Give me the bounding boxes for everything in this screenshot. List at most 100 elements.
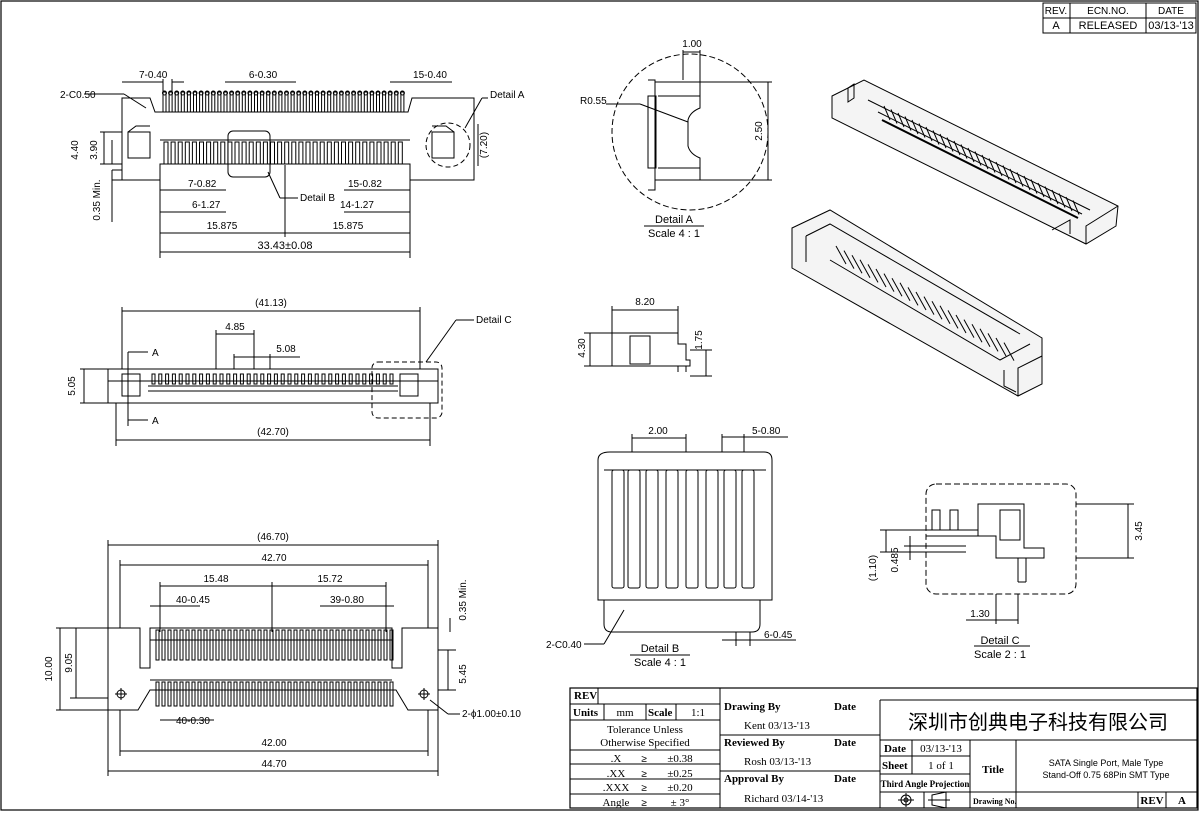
bottom-pin-lower xyxy=(203,681,208,707)
tolerance-value: ±0.38 xyxy=(667,753,693,765)
isometric-bottom-ribs xyxy=(835,245,1015,361)
top-pin-head xyxy=(375,90,381,96)
bottom-pin-upper xyxy=(173,629,178,661)
bottom-pin-lower xyxy=(257,681,262,707)
bottom-height-545: 5.45 xyxy=(458,664,469,684)
bottom-pin-lower xyxy=(179,681,184,707)
tb-title-line2: Stand-Off 0.75 68Pin SMT Type xyxy=(1042,770,1169,780)
tb-drawing-by-label: Drawing By xyxy=(724,701,781,713)
front-pin xyxy=(219,373,224,385)
iso-top-rib xyxy=(1030,179,1038,194)
tolerance-sep: ≥ xyxy=(641,783,647,794)
bottom-pin-upper xyxy=(197,629,202,661)
bottom-pin-upper xyxy=(341,629,346,661)
bottom-pin-lower xyxy=(281,681,286,707)
front-pin xyxy=(239,373,244,385)
front-section-a-top: A xyxy=(152,348,159,359)
front-pin xyxy=(287,373,292,385)
detail-b-contact xyxy=(705,469,719,589)
iso-bottom-rib xyxy=(867,264,879,283)
tolerance-value: ±0.20 xyxy=(667,782,693,794)
bottom-pin-lower xyxy=(371,681,376,707)
tb-date-label: Date xyxy=(884,743,906,755)
tb-units-label: Units xyxy=(573,707,599,719)
top-pin-head xyxy=(338,90,344,96)
top-pin-head xyxy=(247,90,253,96)
front-pin xyxy=(151,373,156,385)
top-pin-head xyxy=(235,90,241,96)
bottom-pin-lower xyxy=(365,681,370,707)
top-pad xyxy=(284,141,290,165)
iso-bottom-rib xyxy=(971,323,983,343)
top-pin xyxy=(290,91,295,113)
top-pad xyxy=(248,141,254,165)
top-pin-head xyxy=(277,90,283,96)
top-pin-head xyxy=(387,90,393,96)
top-pad xyxy=(362,141,368,165)
top-pin xyxy=(193,91,197,113)
front-pin xyxy=(362,373,367,385)
date-header: DATE xyxy=(1158,6,1184,17)
top-pin-head xyxy=(265,90,271,96)
front-overall-bottom: (42.70) xyxy=(257,427,289,438)
top-pin-head xyxy=(204,90,210,96)
top-half-right: 15.875 xyxy=(333,221,364,232)
bottom-pin-upper xyxy=(269,629,274,661)
top-pitch-127-left: 6-1.27 xyxy=(192,200,221,211)
detail-b-contact xyxy=(627,469,641,589)
section-height: 4.30 xyxy=(577,338,588,358)
tb-rev-label-2: REV xyxy=(1140,795,1163,807)
top-pad xyxy=(397,141,403,165)
top-pin xyxy=(223,91,228,113)
bottom-pin-lower xyxy=(191,681,196,707)
iso-top-rib xyxy=(967,147,975,163)
top-pin xyxy=(339,91,344,113)
top-pin xyxy=(369,91,374,113)
top-pin xyxy=(217,91,222,113)
iso-bottom-rib xyxy=(923,296,935,315)
top-pad xyxy=(305,141,311,165)
top-pin-head xyxy=(357,90,363,96)
front-height: 5.05 xyxy=(67,376,78,396)
top-pin-head xyxy=(308,90,314,96)
isometric-top-ribs xyxy=(883,105,1080,215)
top-pin-head xyxy=(223,90,228,96)
top-pin xyxy=(327,91,332,113)
iso-bottom-rib xyxy=(851,254,863,274)
title-block: REV Units mm Scale 1:1 Tolerance Unless … xyxy=(569,687,1198,809)
bottom-pin-upper xyxy=(353,629,358,661)
top-detail-a-label: Detail A xyxy=(490,90,525,101)
bottom-pin-upper xyxy=(383,629,388,661)
bottom-pin-upper xyxy=(155,629,160,661)
top-pin-head xyxy=(363,90,369,96)
top-pin xyxy=(260,91,265,113)
rev-header: REV. xyxy=(1045,6,1067,17)
top-pad xyxy=(376,141,382,165)
front-view-pins xyxy=(151,373,394,385)
tb-rev-label: REV xyxy=(574,690,597,702)
tb-sheet-label: Sheet xyxy=(882,760,908,772)
top-pin-head xyxy=(369,90,375,96)
top-pin xyxy=(388,91,393,113)
bottom-view-pins xyxy=(155,629,394,707)
detail-b-contact xyxy=(665,469,679,589)
iso-bottom-rib xyxy=(875,268,887,288)
iso-top-rib xyxy=(890,109,898,124)
top-pad xyxy=(312,141,318,165)
top-pin-head xyxy=(393,90,399,96)
bottom-pin-upper xyxy=(335,629,340,661)
front-pin xyxy=(280,373,285,385)
top-pin xyxy=(296,91,301,113)
detail-b-view: 2.00 5-0.80 2-C0.40 6-0.45 Detail B Scal… xyxy=(546,426,796,669)
detail-a-radius: R0.55 xyxy=(580,96,607,107)
bottom-pin-lower xyxy=(389,681,394,707)
iso-bottom-rib xyxy=(963,319,975,338)
front-pin xyxy=(328,373,333,385)
front-pin xyxy=(369,373,374,385)
bottom-pitch-40-045: 40-0.45 xyxy=(176,595,210,606)
tb-company: 深圳市创典电子科技有限公司 xyxy=(908,711,1168,734)
top-pad xyxy=(234,141,240,165)
bottom-pin-lower xyxy=(317,681,322,707)
top-chamfer: 2-C0.50 xyxy=(60,90,96,101)
detail-b-pitch-top: 5-0.80 xyxy=(752,426,781,437)
